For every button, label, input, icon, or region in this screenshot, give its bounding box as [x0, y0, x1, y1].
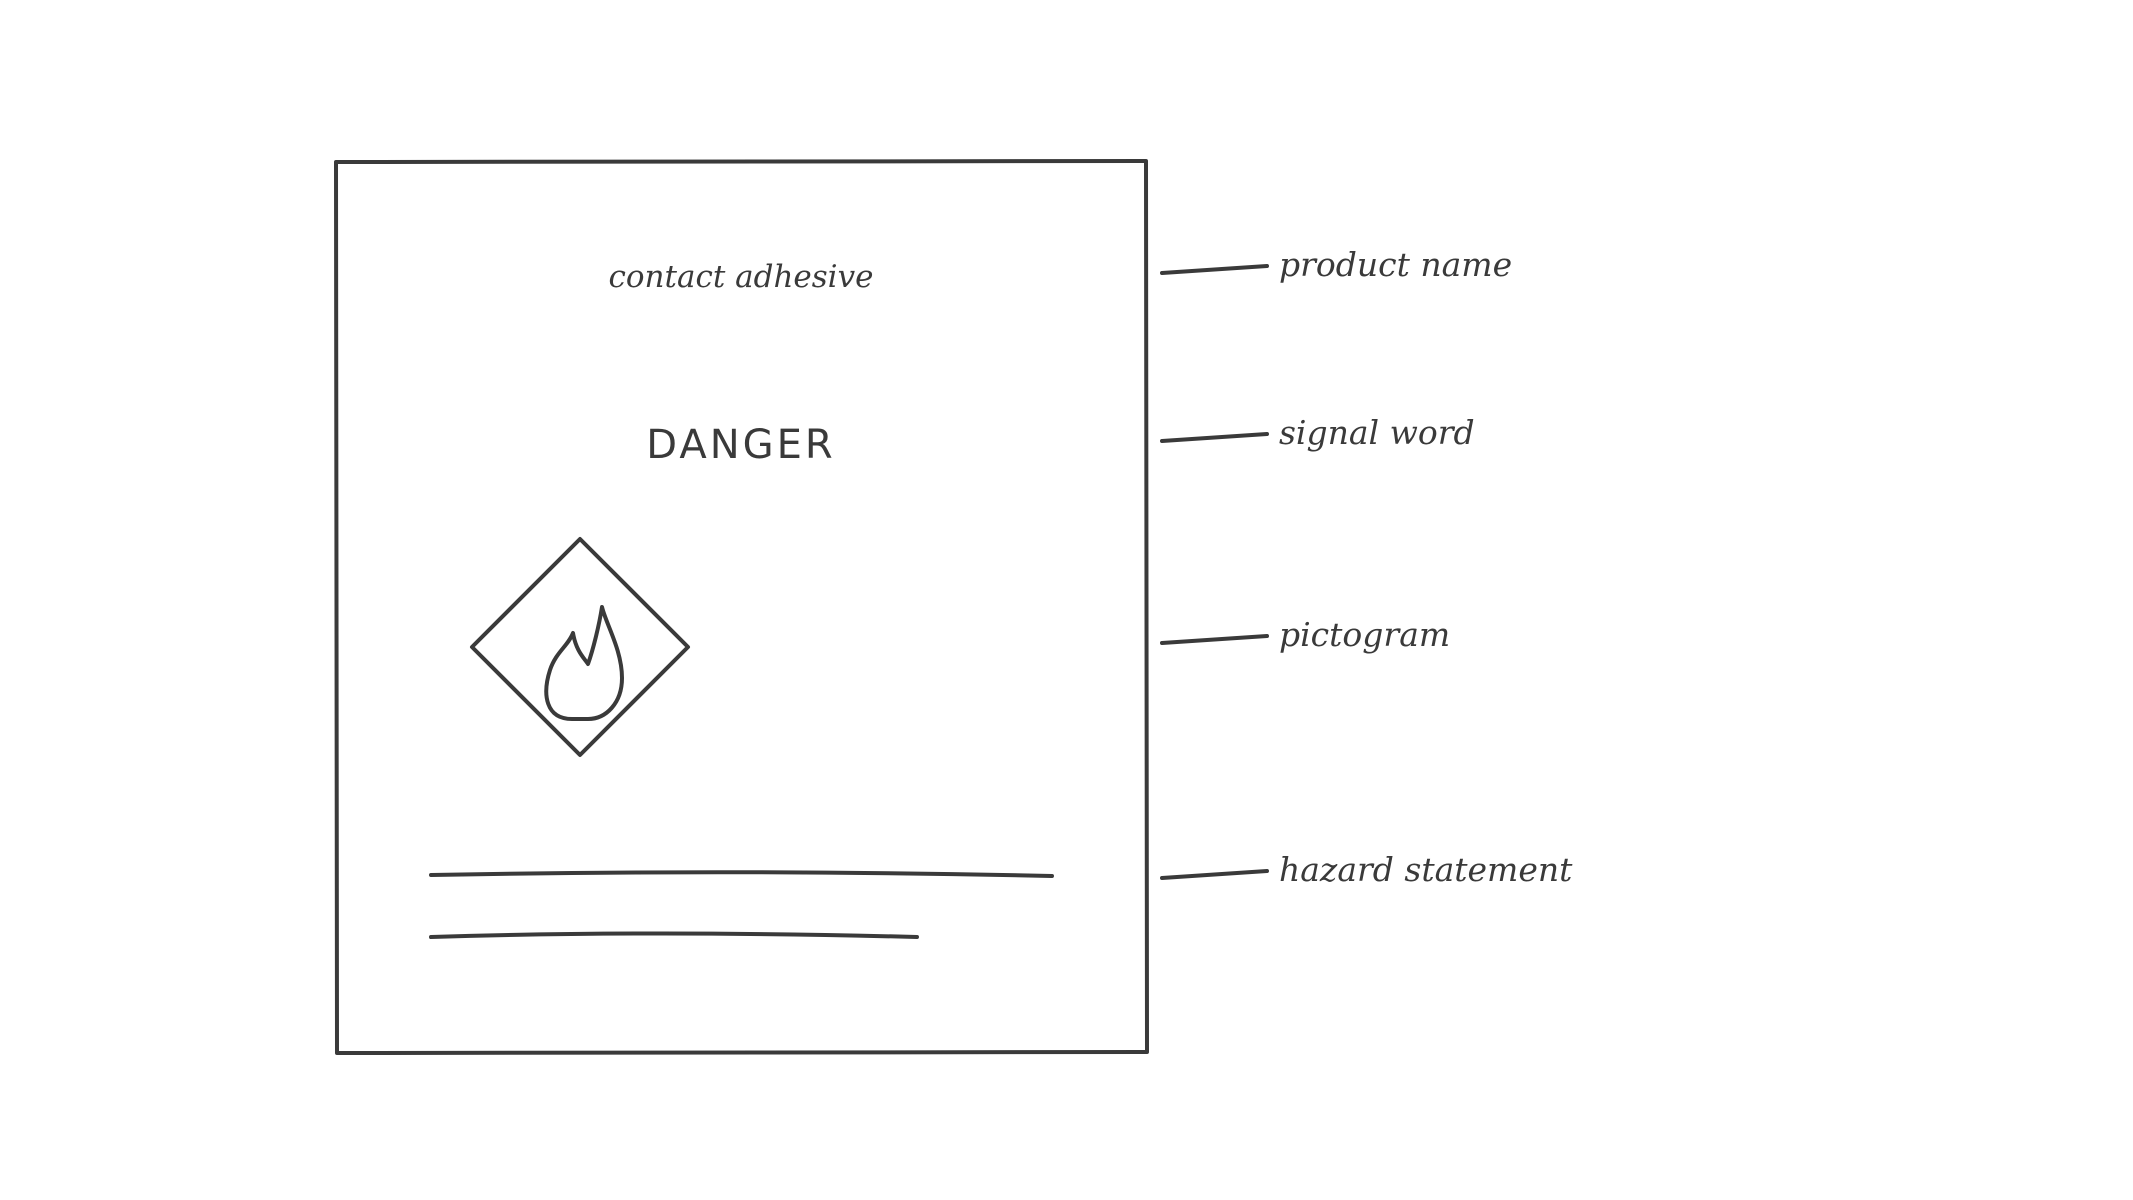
hazard-statement-lines: [429, 870, 1054, 939]
product-name-leader: [1160, 264, 1269, 275]
signal-word-leader: [1160, 432, 1269, 443]
annotation-hazard-statement: hazard statement: [1279, 850, 1573, 889]
signal-word-text: DANGER: [646, 422, 835, 468]
pictogram-leader: [1160, 634, 1269, 645]
flame-icon: [544, 605, 624, 721]
hazard-label-frame: [334, 159, 1149, 1055]
annotation-signal-word: signal word: [1279, 413, 1475, 452]
hazard-statement-leader: [1160, 869, 1269, 880]
pictogram-diamond: [470, 537, 690, 757]
hazard-statement-line-1: [429, 870, 1054, 878]
product-name-text: contact adhesive: [609, 259, 874, 295]
annotation-pictogram: pictogram: [1279, 615, 1450, 654]
pictogram: [470, 537, 690, 757]
hazard-statement-line-2: [429, 931, 919, 939]
annotation-product-name: product name: [1279, 245, 1512, 284]
